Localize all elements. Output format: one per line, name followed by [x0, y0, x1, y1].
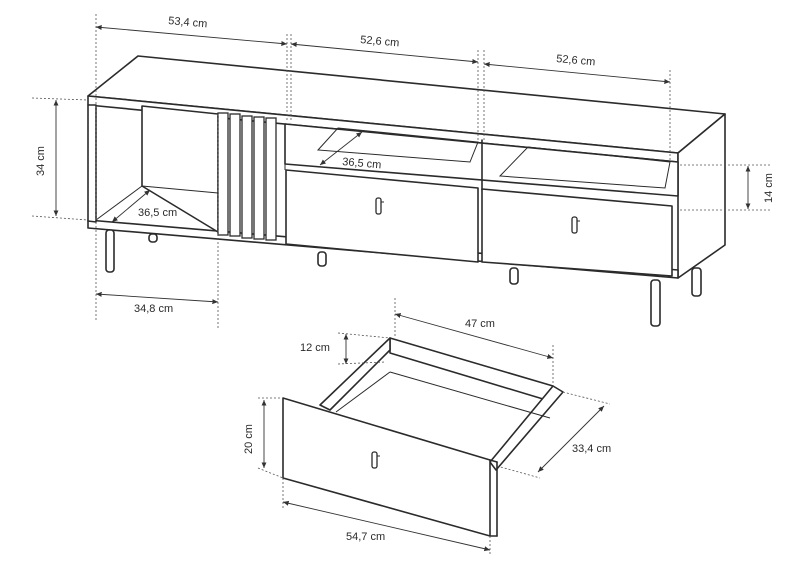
cabinet-legs: [105, 229, 702, 327]
cabinet-left-side: [87, 104, 97, 223]
label-drawer-front-height: 14 cm: [763, 173, 775, 203]
label-drawer-depth: 33,4 cm: [572, 443, 611, 455]
cabinet: [87, 55, 726, 327]
label-drawer-front-tall: 20 cm: [243, 424, 255, 454]
drawer-front-left: [285, 169, 479, 263]
label-inner-depth-top: 36,5 cm: [342, 156, 382, 171]
dimension-lines: [31, 14, 770, 556]
drawer-handle-left: [375, 197, 382, 215]
label-drawer-side-height: 12 cm: [300, 342, 330, 354]
drawer-left-side: [319, 337, 391, 411]
dimension-labels: 53,4 cm 52,6 cm 52,6 cm 34 cm 36,5 cm 36…: [35, 15, 775, 543]
label-open-width: 34,8 cm: [134, 303, 173, 315]
label-height: 34 cm: [35, 146, 47, 176]
drawer-front-panel: [282, 397, 491, 537]
label-inner-depth-left: 36,5 cm: [138, 207, 177, 219]
label-right-width: 52,6 cm: [556, 53, 596, 68]
label-middle-width: 52,6 cm: [360, 34, 400, 49]
drawer-back: [389, 337, 554, 403]
drawer-handle: [371, 451, 378, 469]
drawer-handle-right: [571, 216, 578, 234]
label-left-width: 53,4 cm: [168, 15, 208, 30]
label-drawer-front-width: 54,7 cm: [346, 531, 385, 543]
slatted-panel: [217, 112, 277, 241]
label-drawer-inner-width: 47 cm: [465, 318, 495, 330]
cabinet-right-side: [677, 113, 726, 279]
drawer: [282, 337, 564, 537]
